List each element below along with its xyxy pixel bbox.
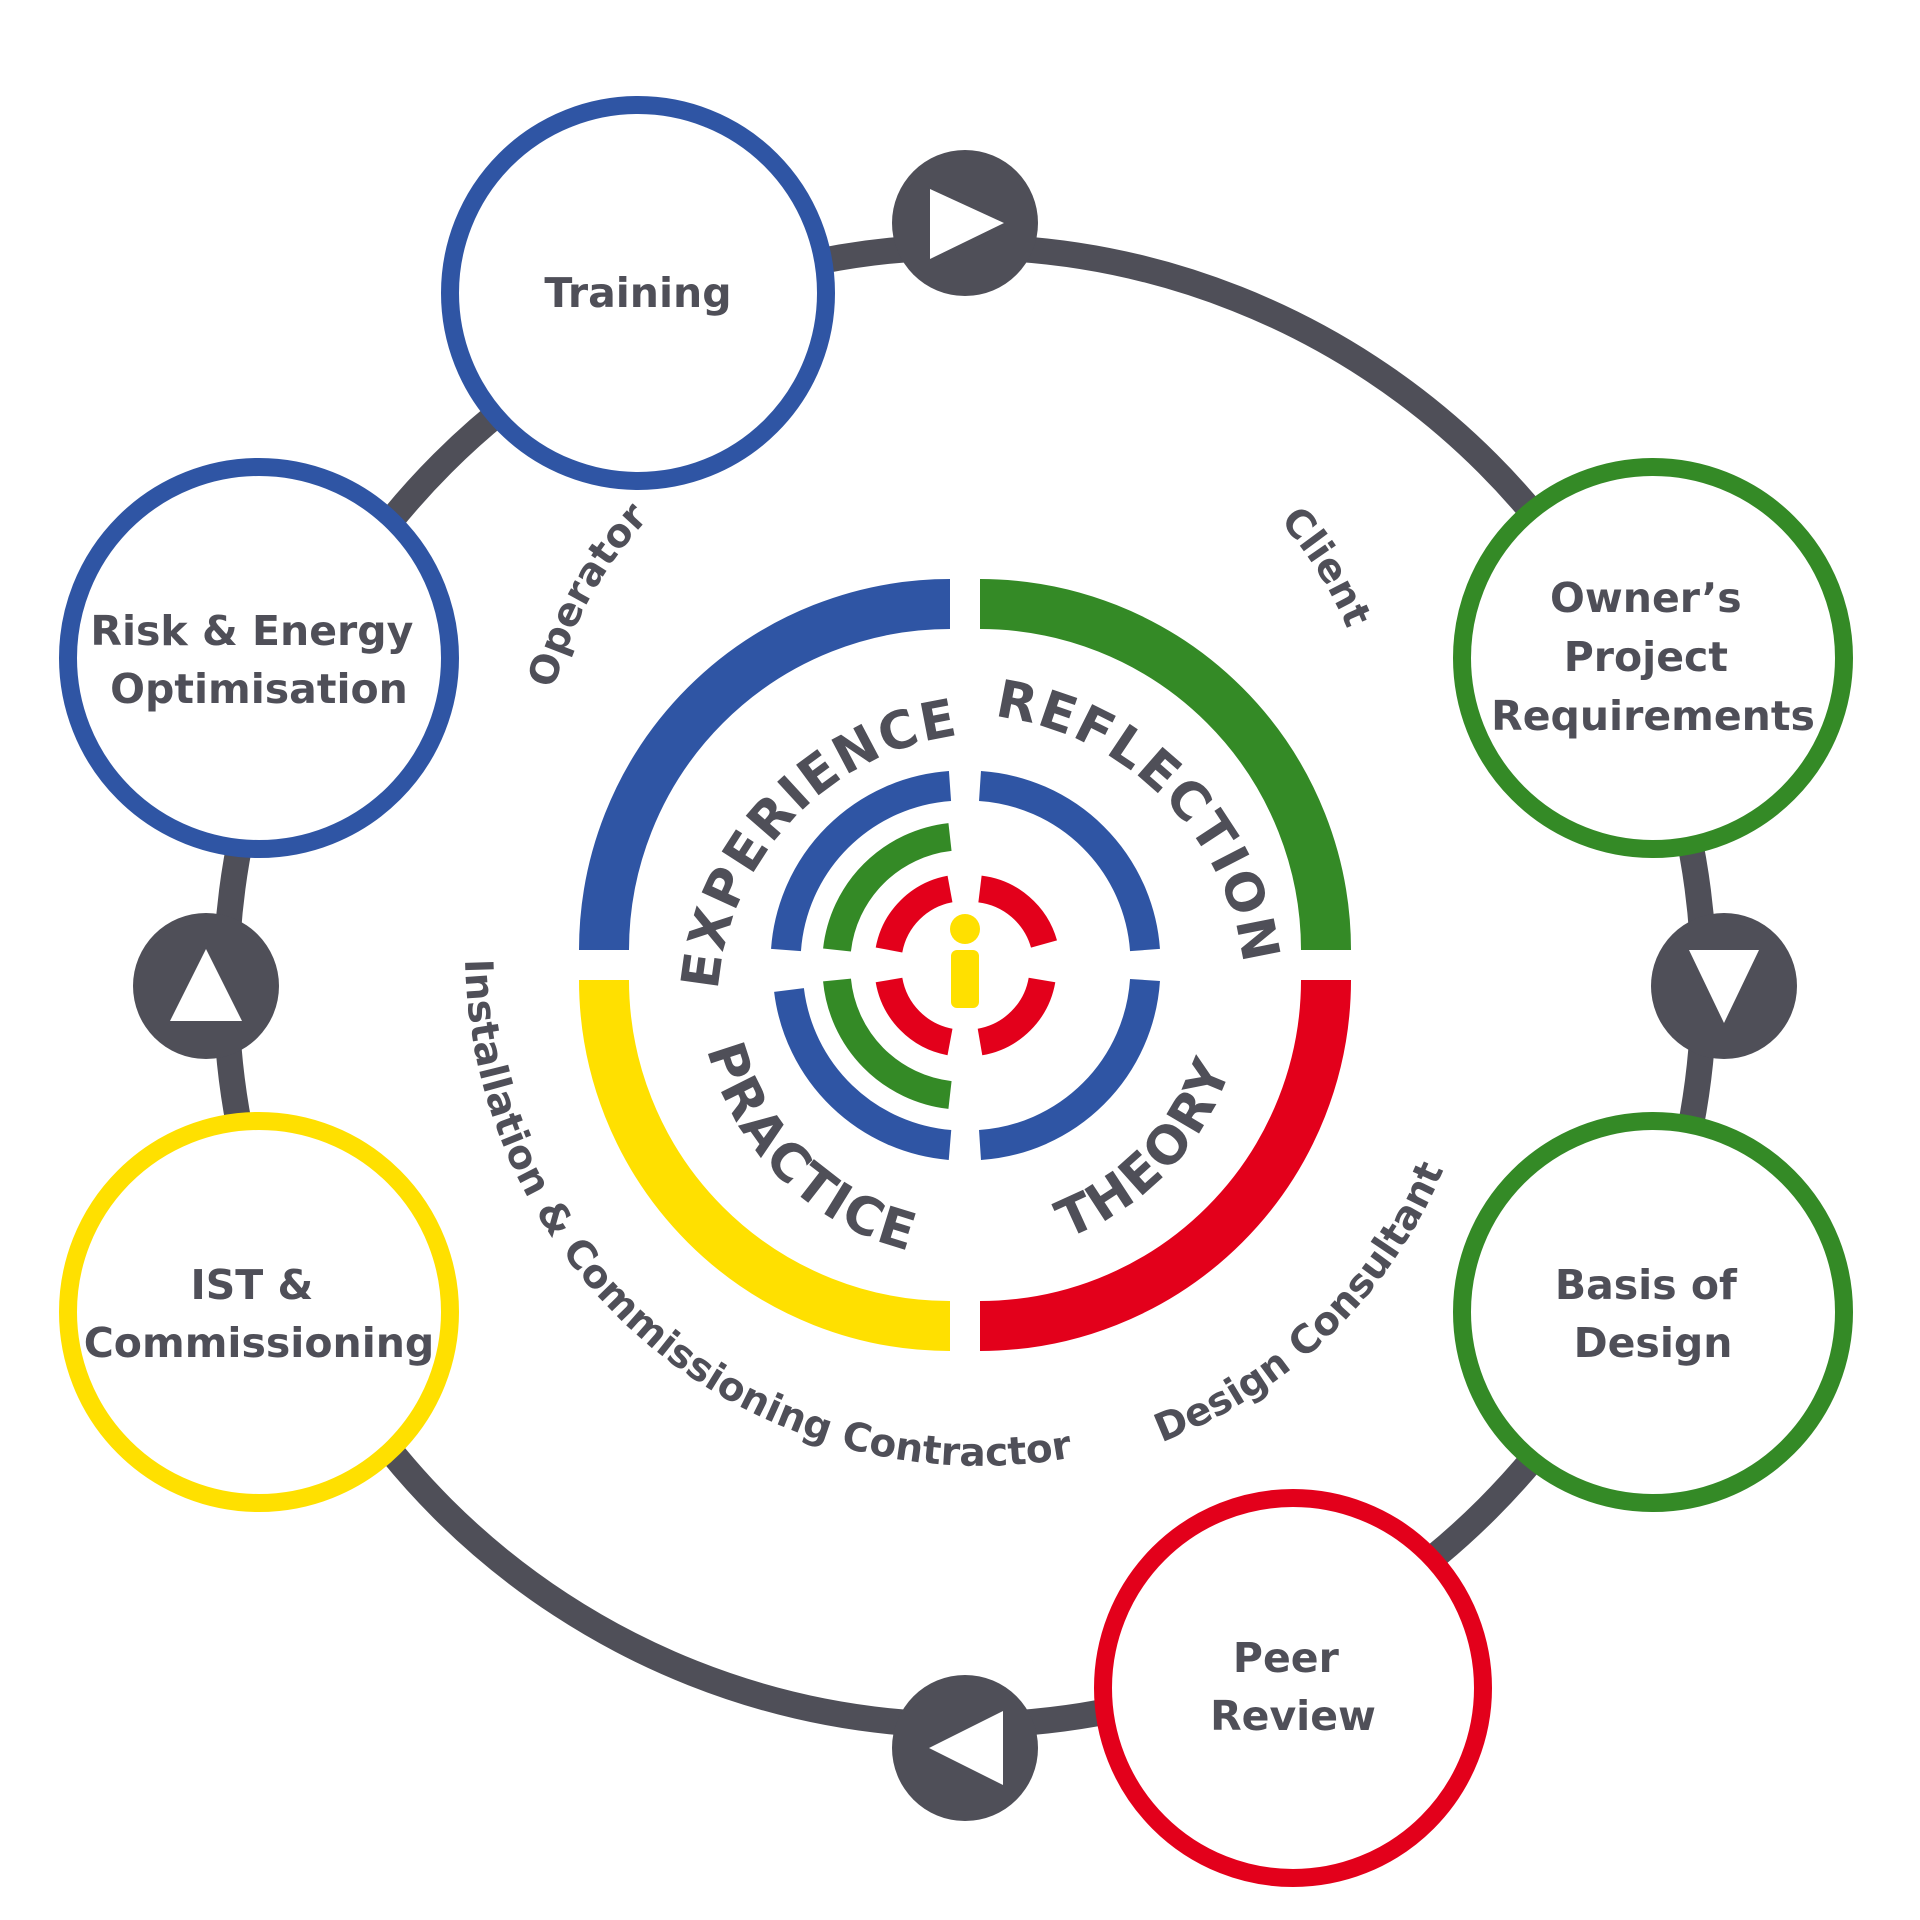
svg-text:Risk & Energy Optimisati: Risk & Energy Optimisation <box>90 607 427 713</box>
stage-opr-line-2: Project <box>1564 633 1728 681</box>
stage-opr-line-3: Requirements <box>1491 692 1815 740</box>
outer-arc-experience <box>579 579 951 951</box>
ring4-arc-ne <box>977 875 1058 949</box>
left-arrow-icon <box>929 1711 1003 1785</box>
right-arrow-icon <box>930 189 1004 259</box>
stage-ist-commissioning[interactable]: IST & Commissioning <box>59 1112 459 1512</box>
stage-peer-line-2: Review <box>1210 1692 1376 1740</box>
svg-text:IST & Commissioning: IST & Commissioning <box>84 1261 435 1367</box>
down-arrow-icon <box>1689 950 1759 1023</box>
stage-risk-energy-optimisation[interactable]: Risk & Energy Optimisation <box>59 458 459 858</box>
flow-arrow-right <box>1651 913 1797 1059</box>
stage-basis-of-design[interactable]: Basis of Design <box>1453 1112 1853 1512</box>
stage-opr-line-1: Owner’s <box>1550 574 1742 622</box>
ring2-arc-nw <box>771 771 952 952</box>
stage-peer-line-1: Peer <box>1233 1634 1340 1682</box>
stage-training[interactable]: Training <box>441 96 835 490</box>
stage-ist-line-2: Commissioning <box>84 1319 435 1367</box>
ring3-arc-sw <box>823 978 952 1109</box>
stage-training-line-1: Training <box>544 269 731 317</box>
role-label-operator: Operator <box>520 494 657 692</box>
ring2-arc-se <box>978 978 1160 1160</box>
outer-arc-theory <box>979 979 1351 1351</box>
stage-peer-review[interactable]: Peer Review <box>1094 1489 1492 1887</box>
role-label-design-consultant: Design Consultant <box>1148 1155 1453 1452</box>
svg-text:Basis of Design: Basis of Design <box>1555 1261 1751 1367</box>
stage-risk-line-1: Risk & Energy <box>90 607 413 655</box>
outer-arc-reflection <box>979 579 1351 951</box>
info-i-icon <box>950 914 980 1008</box>
flow-arrow-top <box>892 150 1038 296</box>
ring2-arc-sw <box>774 987 952 1160</box>
ring4-arc-se <box>977 977 1056 1056</box>
role-label-client: Client <box>1272 499 1379 634</box>
ring4-arc-nw <box>875 875 953 953</box>
stage-ist-line-1: IST & <box>190 1261 313 1309</box>
ring2-arc-ne <box>978 771 1160 952</box>
stage-bod-line-2: Design <box>1574 1319 1733 1367</box>
up-arrow-icon <box>170 949 242 1021</box>
ring4-arc-sw <box>875 977 954 1056</box>
stage-owners-project-requirements[interactable]: Owner’s Project Requirements <box>1453 458 1853 858</box>
outer-arc-practice <box>579 979 951 1351</box>
flow-arrow-bottom <box>892 1675 1038 1821</box>
svg-text:Training: Training <box>544 269 731 317</box>
stage-risk-line-2: Optimisation <box>110 665 408 713</box>
learning-quadrants <box>579 579 1351 1351</box>
svg-text:Peer Review: Peer Review <box>1210 1634 1376 1740</box>
stage-bod-line-1: Basis of <box>1555 1261 1738 1309</box>
ring3-arc-nw <box>823 823 952 952</box>
flow-arrow-left <box>133 913 279 1059</box>
svg-text:Owner’s Project Re: Owner’s Project Requirements <box>1491 574 1815 740</box>
